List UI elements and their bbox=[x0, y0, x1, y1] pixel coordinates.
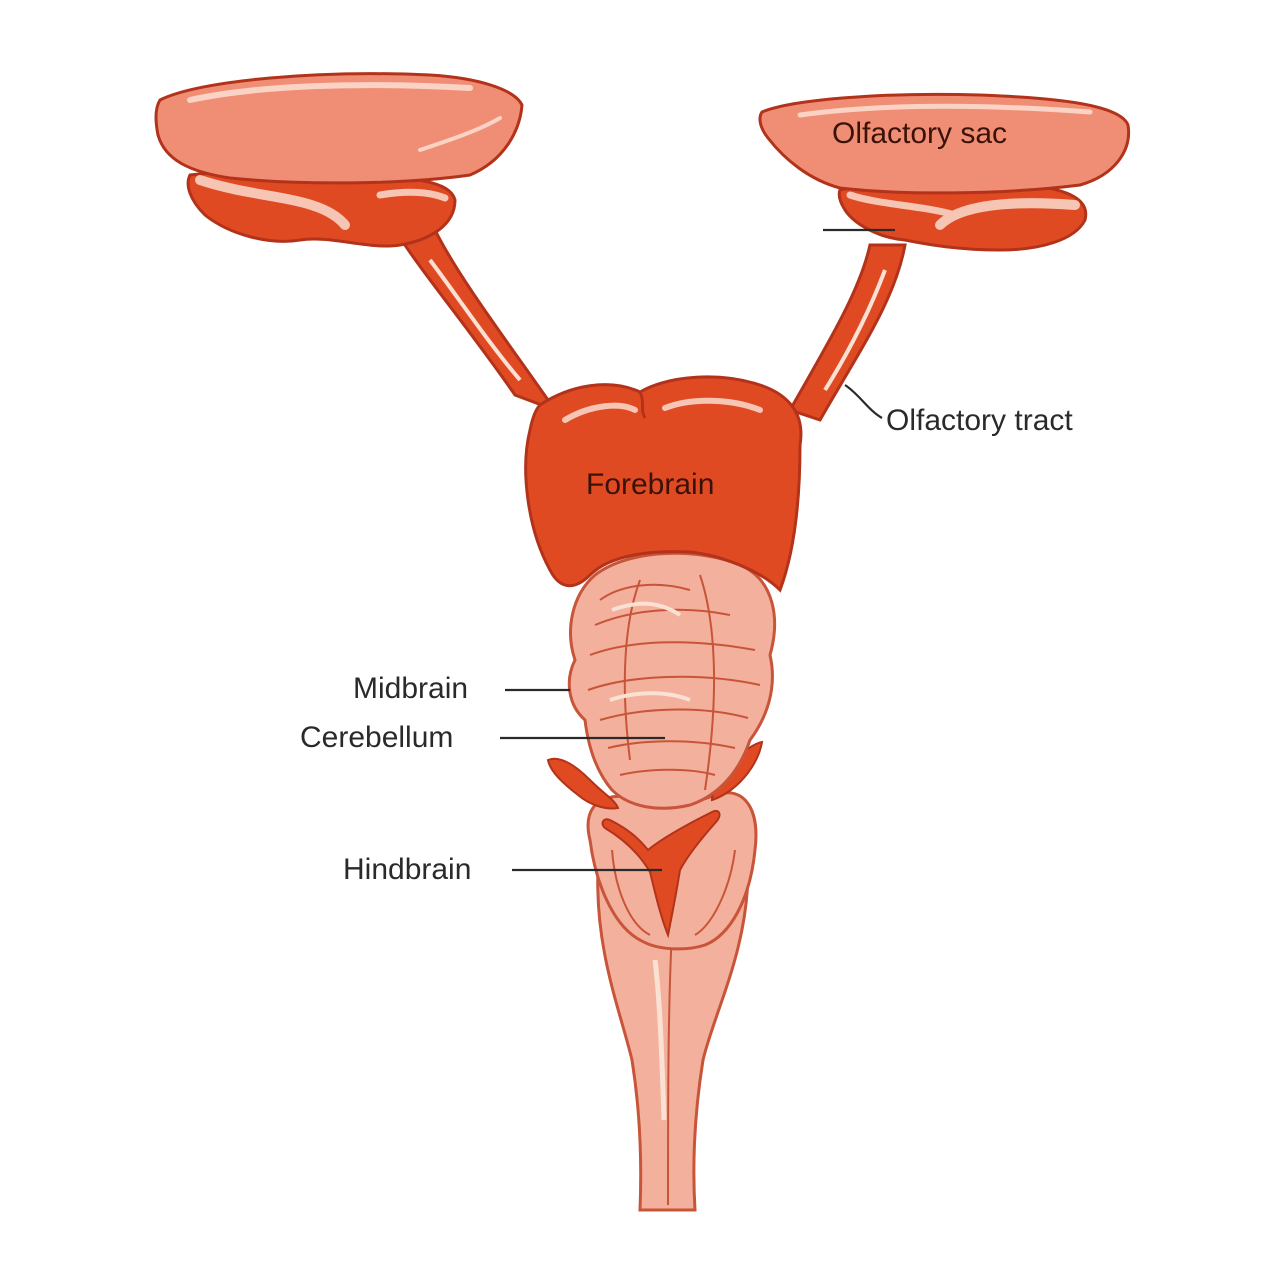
forebrain bbox=[524, 375, 803, 593]
right-olfactory-sac bbox=[758, 92, 1131, 195]
right-olfactory-tract bbox=[787, 243, 907, 422]
label-forebrain: Forebrain bbox=[586, 468, 714, 501]
left-auricle bbox=[546, 757, 620, 810]
label-midbrain: Midbrain bbox=[353, 672, 468, 705]
label-hindbrain: Hindbrain bbox=[343, 853, 471, 886]
fourth-ventricle bbox=[601, 810, 721, 939]
left-olfactory-sac bbox=[154, 72, 524, 185]
spinal-cord bbox=[596, 868, 750, 1212]
label-olfactory-tract: Olfactory tract bbox=[886, 404, 1073, 437]
olfactory-tract-leader bbox=[844, 384, 883, 419]
label-olfactory-sac: Olfactory sac bbox=[832, 117, 1007, 150]
label-cerebellum: Cerebellum bbox=[300, 721, 453, 754]
